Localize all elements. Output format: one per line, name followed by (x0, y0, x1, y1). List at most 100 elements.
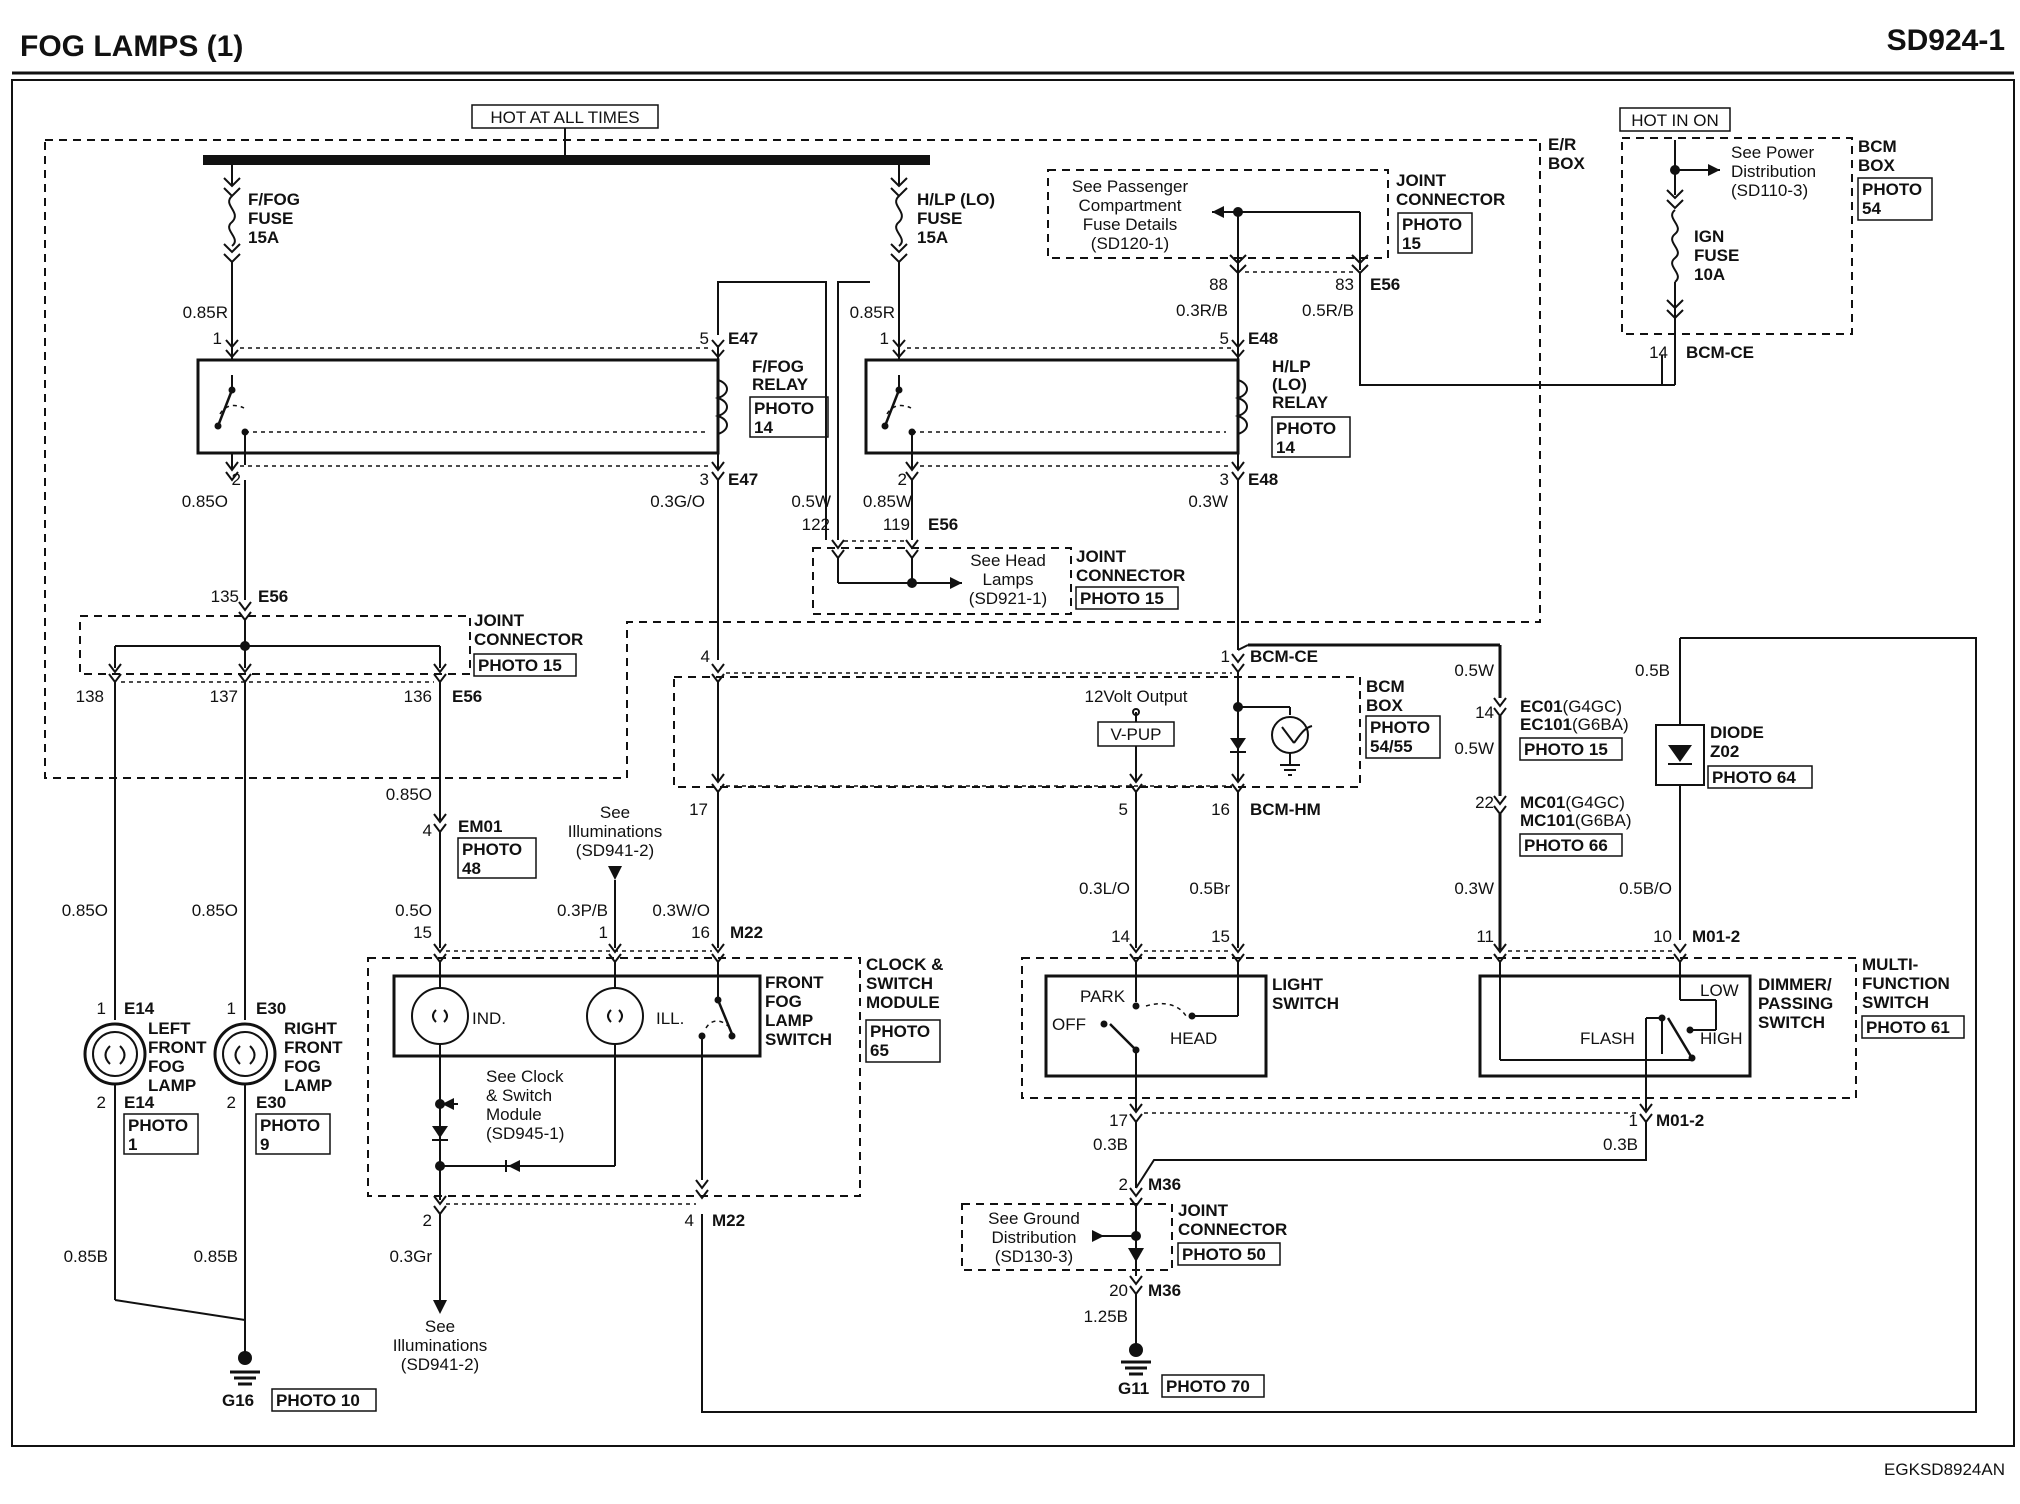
passenger-ref-box (1047, 169, 1389, 259)
headlamp-pin-122: 122 (802, 515, 830, 534)
hlp-relay-pin3: 3 (1220, 470, 1229, 489)
g16-photo-box (271, 1388, 377, 1412)
ec01-photo: PHOTO 15 (1524, 740, 1608, 759)
ground-joint-box (961, 1203, 1173, 1271)
joint-mid-conn-bot: E56 (452, 687, 482, 706)
hot-in-on-label: HOT IN ON (1631, 111, 1719, 130)
light-switch-pin15: 15 (1211, 927, 1230, 946)
clock-pin2: 2 (423, 1211, 432, 1230)
dimmer-pin11: 11 (1476, 927, 1494, 946)
wire-05BO: 0.5B/O (1619, 879, 1672, 898)
wire-05W-c: 0.5W (1454, 739, 1494, 758)
mc01-photo: PHOTO 66 (1524, 836, 1608, 855)
ec01-photo-box (1519, 737, 1623, 761)
dimmer-low: LOW (1700, 981, 1739, 1000)
mc01-label: MC01(G4GC) (1520, 793, 1625, 812)
hlp-relay-pin5: 5 (1220, 329, 1229, 348)
bcm-mid-pin5: 5 (1119, 800, 1128, 819)
light-switch[interactable] (1044, 962, 1268, 1124)
em01-wiring (433, 682, 447, 964)
bcm-top-box (1621, 137, 1853, 335)
wire-05W-a: 0.5W (791, 492, 831, 511)
joint-top-photo-box (1397, 212, 1473, 254)
clock-ind-label: IND. (472, 1009, 506, 1028)
clock-pin16: 16 (691, 923, 710, 942)
light-switch-off: OFF (1052, 1015, 1086, 1034)
wire-125B: 1.25B (1084, 1307, 1128, 1326)
wire-085O-a: 0.85O (182, 492, 228, 511)
ec01-label: EC01(G4GC) (1520, 697, 1622, 716)
front-fog-lamp-switch[interactable] (392, 962, 762, 1200)
headlamp-pin-119: 119 (883, 515, 910, 534)
pin-88: 88 (1209, 275, 1228, 294)
er-box-outline (44, 139, 1541, 779)
right-fog-lamp-wiring (213, 682, 277, 1352)
clock-conn-top: M22 (730, 923, 763, 942)
wire-ffog-relay-trigger (837, 281, 870, 540)
hlp-relay-pin1: 1 (880, 329, 889, 348)
doc-id: EGKSD8924AN (1884, 1460, 2005, 1479)
joint-mid-pin-137: 137 (210, 687, 238, 706)
bcm-mid-photo-box (1365, 715, 1441, 759)
ffog-relay-conn-bot: E47 (728, 470, 758, 489)
em01-conn: EM01 (458, 817, 502, 836)
ec101-label: EC101(G6BA) (1520, 715, 1629, 734)
clock-pin15: 15 (413, 923, 432, 942)
joint-mid-photo: PHOTO 15 (478, 656, 562, 675)
clock-module-photo-box (865, 1019, 941, 1063)
clock-pin1: 1 (599, 923, 608, 942)
wire-03WO: 0.3W/O (652, 901, 710, 920)
w03WO-wiring (711, 792, 725, 964)
wire-085W: 0.85W (863, 492, 912, 511)
ground-joint-conn-top: M36 (1148, 1175, 1181, 1194)
bcm-mid-conn-bot: BCM-HM (1250, 800, 1321, 819)
bcm-mid-vpup: V-PUP (1110, 725, 1161, 744)
headlamp-photo: PHOTO 15 (1080, 589, 1164, 608)
mc101-label: MC101(G6BA) (1520, 811, 1632, 830)
dimmer-pin10: 10 (1653, 927, 1672, 946)
ffog-relay-conn-top: E47 (728, 329, 758, 348)
joint-mid-pin-138: 138 (76, 687, 104, 706)
g16-ground-icon (230, 1351, 260, 1386)
ign-fuse-wiring (1662, 140, 1720, 386)
dimmer-switch[interactable] (1478, 962, 1752, 1124)
light-switch-pin14: 14 (1111, 927, 1130, 946)
clock-pin4: 4 (685, 1211, 694, 1230)
joint-mid-conn-top: E56 (258, 587, 288, 606)
hlp-relay (864, 339, 1248, 482)
wire-03W-b: 0.3W (1454, 879, 1494, 898)
joint-mid-pin-136: 136 (404, 687, 432, 706)
multi-function-box (1021, 957, 1857, 1099)
ec-mc-wiring (1493, 637, 1977, 1413)
ffog-relay-pin3: 3 (700, 470, 709, 489)
multi-function-photo: PHOTO 61 (1866, 1018, 1950, 1037)
light-switch-head: HEAD (1170, 1029, 1217, 1048)
right-lamp-photo-box (255, 1113, 331, 1155)
wire-085O-b: 0.85O (386, 785, 432, 804)
bcm-mid-pin4: 4 (701, 647, 710, 666)
hlp-relay-photo-box (1271, 416, 1351, 458)
ffog-relay-pin2: 2 (232, 470, 241, 489)
left-lamp-pin2: 2 (97, 1093, 106, 1112)
clock-ill-label: ILL. (656, 1009, 684, 1028)
ec01-pin14: 14 (1475, 703, 1494, 722)
left-lamp-photo-box (123, 1113, 199, 1155)
wire-03Gr: 0.3Gr (389, 1247, 432, 1266)
g11-ground-icon (1121, 1343, 1151, 1376)
